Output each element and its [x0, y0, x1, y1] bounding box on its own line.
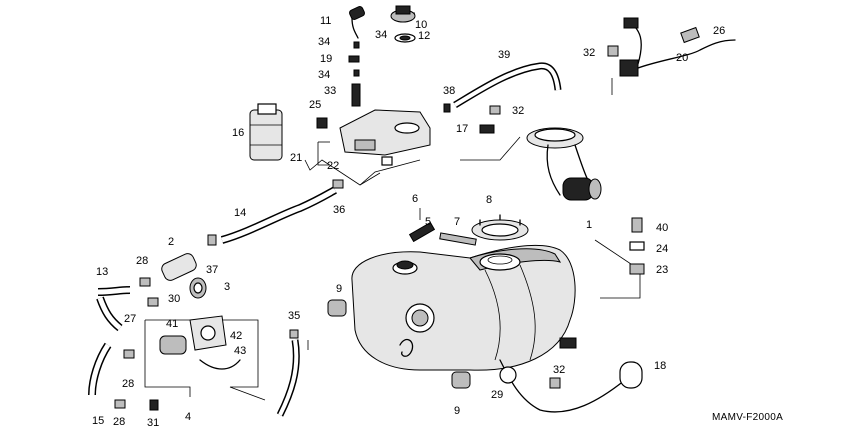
- part-number-label: 30: [168, 293, 180, 305]
- pump-ring: [471, 214, 529, 241]
- part-number-label: 22: [327, 160, 339, 172]
- part-number-label: 9: [454, 405, 460, 417]
- part-number-label: 1: [586, 219, 592, 231]
- part-number-label: 31: [147, 417, 159, 429]
- part-number-label: 37: [206, 264, 218, 276]
- part-number-label: 33: [324, 85, 336, 97]
- pump-bracket: [159, 315, 241, 370]
- bolts-right: [629, 217, 645, 275]
- part-number-label: 24: [656, 243, 668, 255]
- part-number-label: 12: [418, 30, 430, 42]
- part-number-label: 10: [415, 19, 427, 31]
- part-number-label: 6: [412, 193, 418, 205]
- part-number-label: 42: [230, 330, 242, 342]
- part-number-label: 8: [486, 194, 492, 206]
- vent-hoses: [348, 5, 365, 107]
- part-number-label: 3: [224, 281, 230, 293]
- level-sensor: [499, 337, 643, 413]
- part-number-label: 16: [232, 127, 244, 139]
- part-number-label: 34: [318, 69, 330, 81]
- part-number-label: 26: [713, 25, 725, 37]
- rubber-mounts: [327, 299, 471, 389]
- part-number-label: 28: [122, 378, 134, 390]
- part-number-label: 32: [583, 47, 595, 59]
- part-number-label: 20: [676, 52, 688, 64]
- part-number-label: 21: [290, 152, 302, 164]
- part-number-label: 28: [113, 416, 125, 428]
- part-number-label: 17: [456, 123, 468, 135]
- pump-harness: [619, 17, 736, 77]
- assembly-lines: [144, 12, 641, 401]
- part-number-label: 2: [168, 236, 174, 248]
- part-number-label: 38: [443, 85, 455, 97]
- part-number-label: 23: [656, 264, 668, 276]
- part-number-label: 32: [553, 364, 565, 376]
- part-number-label: 28: [136, 255, 148, 267]
- part-number-label: 39: [498, 49, 510, 61]
- part-number-label: 36: [333, 204, 345, 216]
- part-number-label: 7: [454, 216, 460, 228]
- part-number-label: 27: [124, 313, 136, 325]
- part-number-label: 14: [234, 207, 246, 219]
- fuel-filter-group: [88, 253, 207, 396]
- part-number-label: 15: [92, 415, 104, 427]
- fuel-feed-hose: [220, 186, 337, 244]
- clips: [114, 45, 619, 411]
- part-number-label: 32: [512, 105, 524, 117]
- part-number-label: 11: [320, 15, 331, 27]
- part-number-label: 41: [166, 318, 178, 330]
- drain-hose: [276, 339, 300, 417]
- evap-bracket: [339, 109, 431, 166]
- part-number-label: 34: [375, 29, 387, 41]
- fuel-pump-assembly: [526, 127, 602, 201]
- part-number-label: 13: [96, 266, 108, 278]
- gaskets: [408, 221, 477, 246]
- charcoal-canister: [249, 103, 283, 161]
- part-number-label: 43: [234, 345, 246, 357]
- part-number-label: 40: [656, 222, 668, 234]
- part-number-label: 5: [425, 216, 431, 228]
- part-number-label: 9: [336, 283, 342, 295]
- part-number-label: 34: [318, 36, 330, 48]
- diagram-code: MAMV-F2000A: [712, 412, 783, 423]
- part-number-label: 29: [491, 389, 503, 401]
- part-number-label: 35: [288, 310, 300, 322]
- part-number-label: 4: [185, 411, 191, 423]
- fuel-tank: [351, 244, 576, 371]
- part-number-label: 19: [320, 53, 332, 65]
- part-number-label: 18: [654, 360, 666, 372]
- part-number-label: 25: [309, 99, 321, 111]
- filler-cap: [390, 5, 416, 43]
- overflow-hose: [453, 62, 562, 109]
